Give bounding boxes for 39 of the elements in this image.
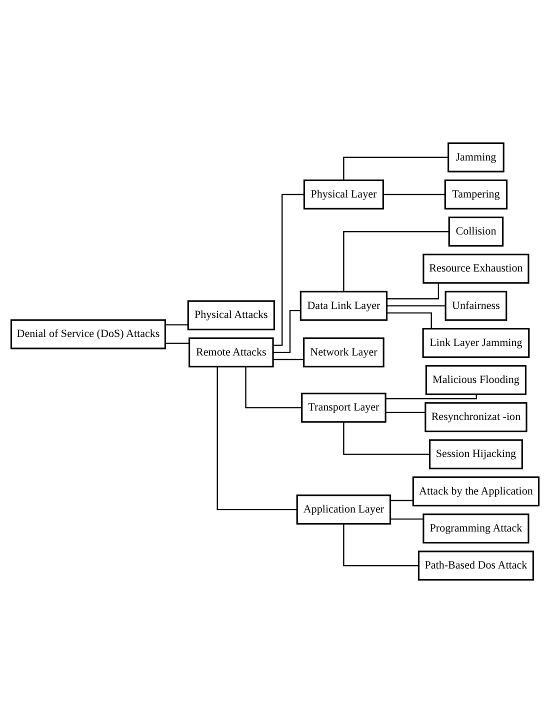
- node-box: Physical Attacks: [187, 300, 275, 330]
- connector: [390, 499, 414, 501]
- node-box: Resource Exhaustion: [422, 253, 530, 284]
- node-box: Link Layer Jamming: [422, 327, 530, 358]
- node-box: Resynchronizat -ion: [424, 402, 528, 432]
- connector: [343, 156, 448, 180]
- node-box: Application Layer: [296, 494, 392, 524]
- node-box: Denial of Service (DoS) Attacks: [10, 318, 166, 349]
- node-box: Path-Based Dos Attack: [418, 550, 534, 580]
- node-box: Network Layer: [303, 336, 384, 367]
- node-box: Physical Layer: [303, 178, 384, 209]
- connector: [343, 230, 449, 292]
- node-box: Data Link Layer: [300, 290, 388, 320]
- connector: [273, 193, 304, 346]
- node-box: Malicious Flooding: [425, 364, 526, 395]
- connector: [387, 304, 446, 306]
- node-box: Session Hijacking: [428, 438, 523, 469]
- node-box: Unfairness: [444, 290, 508, 320]
- node-box: Transport Layer: [301, 392, 386, 422]
- connector: [165, 342, 190, 344]
- node-box: Tampering: [444, 178, 508, 209]
- connector: [343, 524, 418, 566]
- connector: [273, 309, 301, 353]
- connector: [273, 358, 304, 360]
- node-box: Collision: [448, 216, 504, 246]
- connector: [343, 421, 430, 454]
- connector: [216, 366, 298, 510]
- connector: [390, 518, 424, 520]
- node-box: Remote Attacks: [188, 336, 274, 367]
- connector: [165, 324, 188, 325]
- connector: [386, 411, 426, 413]
- connector: [386, 312, 432, 328]
- connector: [386, 282, 440, 299]
- connector: [245, 366, 302, 408]
- connector: [383, 193, 446, 195]
- connector: [386, 394, 477, 399]
- node-box: Programming Attack: [422, 513, 530, 544]
- node-box: Attack by the Application: [412, 476, 540, 506]
- node-box: Jamming: [448, 142, 504, 172]
